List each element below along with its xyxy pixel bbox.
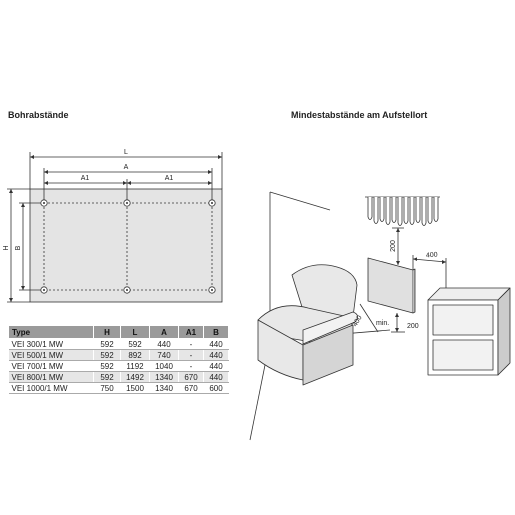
cell-type: VEI 700/1 MW: [8, 360, 94, 372]
cell-b: 440: [203, 349, 229, 361]
cell-type: VEI 300/1 MW: [8, 338, 94, 350]
label-top-clearance: 200: [390, 240, 397, 252]
label-H: H: [3, 245, 10, 250]
cell-b: 440: [203, 371, 229, 383]
header-type: Type: [8, 325, 94, 339]
label-front-clearance: 400: [352, 314, 364, 328]
curtain: [365, 196, 440, 226]
cell-a: 740: [149, 349, 179, 361]
cell-l: 1192: [120, 360, 150, 372]
left-title: Bohrabstände: [8, 110, 69, 120]
table-row: VEI 1000/1 MW 750 1500 1340 670 600: [8, 382, 229, 394]
header-a1: A1: [178, 325, 204, 339]
spec-table: Type H L A A1 B VEI 300/1 MW 592 592 440…: [8, 325, 229, 394]
cell-type: VEI 1000/1 MW: [8, 382, 94, 394]
cell-h: 592: [93, 360, 121, 372]
cell-l: 1500: [120, 382, 150, 394]
cell-h: 750: [93, 382, 121, 394]
cell-a: 1340: [149, 371, 179, 383]
cell-h: 592: [93, 371, 121, 383]
cell-a1: -: [178, 360, 204, 372]
label-bottom-clearance: 200: [407, 323, 419, 330]
table-header-row: Type H L A A1 B: [8, 325, 229, 339]
table-row: VEI 800/1 MW 592 1492 1340 670 440: [8, 371, 229, 383]
cell-l: 1492: [120, 371, 150, 383]
cell-b: 600: [203, 382, 229, 394]
label-A1-right: A1: [165, 175, 174, 182]
table-row: VEI 700/1 MW 592 1192 1040 - 440: [8, 360, 229, 372]
label-A1-left: A1: [81, 175, 90, 182]
table-row: VEI 500/1 MW 592 892 740 - 440: [8, 349, 229, 361]
cell-a: 440: [149, 338, 179, 350]
cell-b: 440: [203, 338, 229, 350]
label-A: A: [124, 164, 129, 171]
cell-type: VEI 500/1 MW: [8, 349, 94, 361]
cell-a: 1340: [149, 382, 179, 394]
cell-type: VEI 800/1 MW: [8, 371, 94, 383]
cell-h: 592: [93, 338, 121, 350]
cell-h: 592: [93, 349, 121, 361]
heater-outline: [29, 188, 223, 303]
label-right-clearance: 400: [426, 252, 438, 260]
heater-panel: [367, 257, 414, 314]
header-a: A: [149, 325, 179, 339]
cell-l: 892: [120, 349, 150, 361]
cell-a1: -: [178, 338, 204, 350]
shelf: [427, 287, 511, 301]
header-h: H: [93, 325, 121, 339]
header-b: B: [203, 325, 229, 339]
table-row: VEI 300/1 MW 592 592 440 - 440: [8, 338, 229, 350]
cell-a1: -: [178, 349, 204, 361]
cell-a: 1040: [149, 360, 179, 372]
right-title: Mindestabstände am Aufstellort: [291, 110, 428, 120]
cell-a1: 670: [178, 382, 204, 394]
label-B: B: [15, 245, 22, 250]
header-l: L: [120, 325, 150, 339]
label-L: L: [124, 149, 128, 156]
cell-l: 592: [120, 338, 150, 350]
armchair: [257, 264, 358, 386]
cell-a1: 670: [178, 371, 204, 383]
label-min: min.: [376, 320, 389, 327]
cell-b: 440: [203, 360, 229, 372]
